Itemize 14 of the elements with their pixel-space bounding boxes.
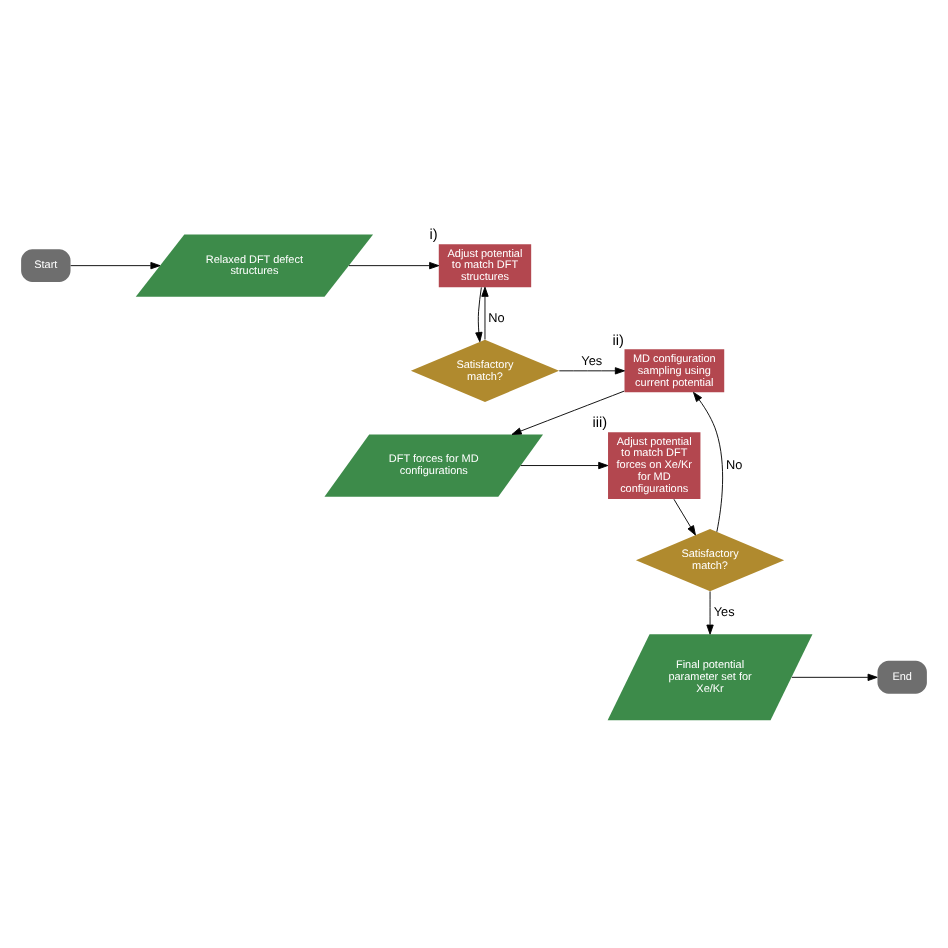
- arrow: [693, 391, 724, 533]
- arrow: [511, 390, 625, 435]
- node-label: ii): [612, 330, 624, 349]
- arrow: [475, 287, 483, 343]
- arrow: [520, 461, 609, 470]
- arrow: [70, 261, 161, 270]
- node-label: i): [429, 225, 438, 244]
- arrow: [348, 261, 440, 270]
- arrow: [673, 498, 696, 536]
- arrow: [706, 591, 714, 635]
- arrow: [791, 673, 878, 681]
- arrow: [481, 286, 489, 340]
- node-label: iii): [592, 413, 608, 432]
- arrow: [558, 367, 625, 375]
